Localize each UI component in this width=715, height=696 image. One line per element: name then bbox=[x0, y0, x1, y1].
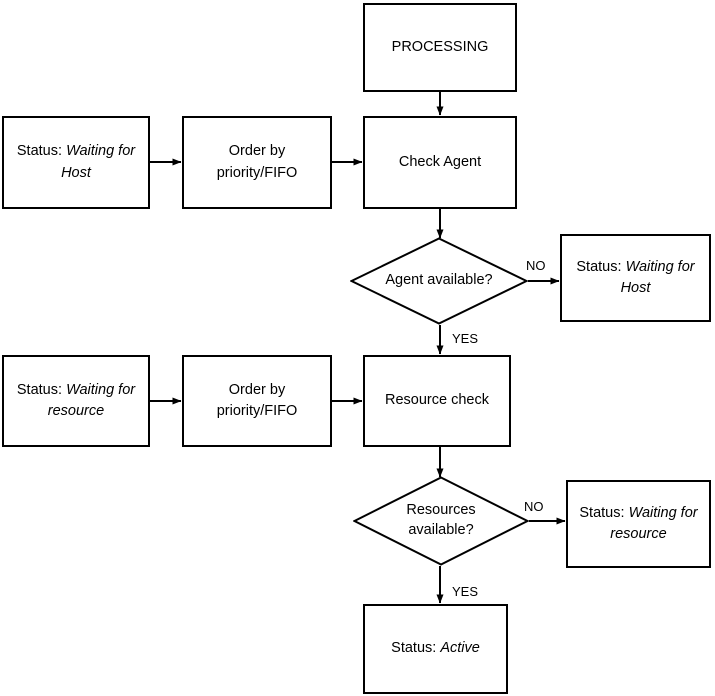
node-agent-available[interactable]: Agent available? bbox=[350, 237, 528, 325]
node-waiting-host-result[interactable]: Status: Waiting for Host bbox=[560, 234, 711, 322]
status-prefix: Status: bbox=[579, 504, 629, 521]
node-waiting-host-queue[interactable]: Status: Waiting for Host bbox=[2, 116, 150, 209]
node-order-priority-fifo-host-label: Order by priority/FIFO bbox=[216, 143, 298, 181]
node-active[interactable]: Status: Active bbox=[363, 604, 508, 694]
node-order-priority-fifo-resource[interactable]: Order by priority/FIFO bbox=[182, 355, 332, 447]
edge-label-resources-yes: YES bbox=[452, 584, 479, 599]
status-value: Waiting for Host bbox=[620, 258, 695, 296]
status-value: Waiting for resource bbox=[610, 504, 698, 542]
diamond-shape-agent-available bbox=[350, 237, 528, 325]
node-resource-check[interactable]: Resource check bbox=[363, 355, 511, 447]
node-processing-label: PROCESSING bbox=[391, 38, 489, 55]
status-prefix: Status: bbox=[391, 640, 441, 657]
node-resource-check-label: Resource check bbox=[385, 392, 489, 409]
status-value: Waiting for resource bbox=[47, 381, 136, 419]
node-agent-available-label: Agent available? bbox=[385, 272, 493, 289]
status-value: Active bbox=[440, 640, 480, 657]
node-waiting-resource-result[interactable]: Status: Waiting for resource bbox=[566, 480, 711, 568]
edge-label-agent-yes: YES bbox=[452, 331, 479, 346]
node-processing[interactable]: PROCESSING bbox=[363, 3, 517, 92]
node-order-priority-fifo-resource-label: Order by priority/FIFO bbox=[216, 381, 298, 419]
status-prefix: Status: bbox=[16, 143, 67, 160]
node-waiting-resource-queue-label: Status: Waiting for resource bbox=[4, 380, 148, 422]
node-active-label: Status: Active bbox=[383, 638, 488, 659]
node-resources-available[interactable]: Resources available? bbox=[353, 476, 529, 566]
edge-label-resources-no: NO bbox=[524, 499, 544, 514]
status-value: Waiting for Host bbox=[61, 143, 136, 181]
node-waiting-host-queue-label: Status: Waiting for Host bbox=[4, 141, 148, 183]
node-resources-available-label: Resources available? bbox=[406, 502, 476, 538]
diamond-shape-resources-available bbox=[353, 476, 529, 566]
node-order-priority-fifo-host[interactable]: Order by priority/FIFO bbox=[182, 116, 332, 209]
edge-label-agent-no: NO bbox=[526, 258, 546, 273]
node-waiting-resource-queue[interactable]: Status: Waiting for resource bbox=[2, 355, 150, 447]
node-check-agent-label: Check Agent bbox=[398, 153, 482, 170]
node-waiting-host-result-label: Status: Waiting for Host bbox=[562, 257, 709, 299]
status-prefix: Status: bbox=[576, 258, 626, 275]
status-prefix: Status: bbox=[16, 381, 67, 398]
node-check-agent[interactable]: Check Agent bbox=[363, 116, 517, 209]
node-waiting-resource-result-label: Status: Waiting for resource bbox=[568, 503, 709, 545]
